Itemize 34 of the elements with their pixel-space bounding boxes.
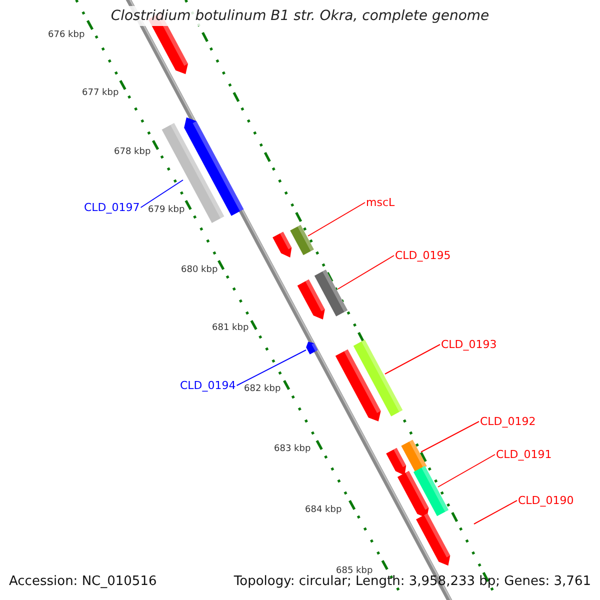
- scale-tick-label: 685 kbp: [336, 566, 373, 576]
- gene-label: CLD_0194: [180, 379, 236, 392]
- genome-summary-note: Topology: circular; Length: 3,958,233 bp; Genes: 3,761: [234, 574, 591, 589]
- gene-label: mscL: [366, 196, 395, 209]
- gene-label: CLD_0192: [480, 415, 536, 428]
- leader-line: [236, 350, 306, 386]
- gene-label: CLD_0195: [395, 249, 451, 262]
- scale-tick-label: 682 kbp: [244, 384, 281, 394]
- leader-line: [384, 344, 440, 374]
- gene-label: CLD_0197: [84, 201, 140, 214]
- gene-bar: [290, 224, 314, 256]
- scale-tick-label: 678 kbp: [114, 147, 151, 157]
- gene-bar: [401, 440, 427, 472]
- leader-line: [338, 255, 394, 290]
- scale-tick-label: 677 kbp: [82, 88, 119, 98]
- scale-tick-label: 684 kbp: [305, 505, 342, 515]
- leader-line: [308, 202, 366, 236]
- accession-note: Accession: NC_010516: [9, 574, 157, 589]
- gene-label: CLD_0193: [441, 338, 497, 351]
- scale-tick-label: 681 kbp: [212, 323, 249, 333]
- gene-bar: [353, 340, 403, 416]
- gene-feature: [306, 342, 318, 354]
- leader-line: [420, 421, 480, 452]
- leader-line: [474, 500, 518, 524]
- gene-label: CLD_0191: [496, 448, 552, 461]
- scale-tick-label: 680 kbp: [181, 265, 218, 275]
- scale-tick-label: 676 kbp: [48, 30, 85, 40]
- scale-tick-label: 683 kbp: [274, 444, 311, 454]
- gene-label: CLD_0190: [518, 494, 574, 507]
- leader-line: [140, 180, 184, 208]
- scale-tick-label: 679 kbp: [148, 205, 185, 215]
- gene-bar: [314, 270, 348, 316]
- leader-line: [438, 454, 496, 488]
- gene-bar: [413, 466, 449, 516]
